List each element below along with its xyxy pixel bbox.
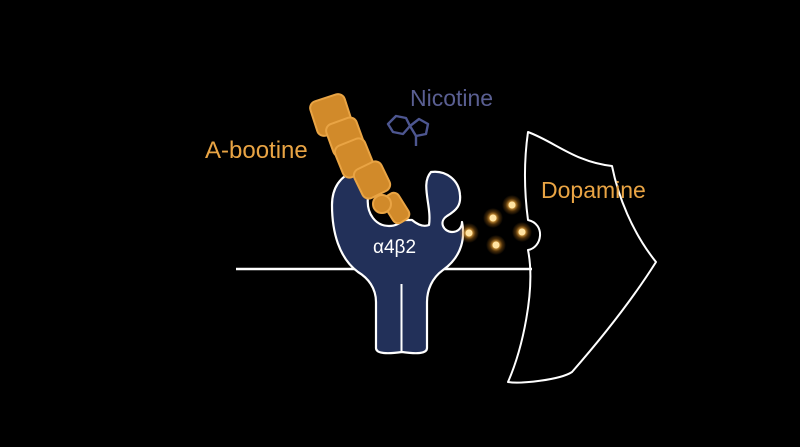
receptor-label: α4β2 [373,237,417,258]
dopamine-label: Dopamine [541,177,646,203]
antibody-tip [372,194,392,214]
antibody-a-bootine [309,93,411,225]
nicotine-molecule-icon [386,114,430,146]
dopamine-particles [459,195,532,255]
a-bootine-label: A-bootine [205,137,308,164]
neuron-outline [507,131,657,384]
receptor-a4b2 [330,169,465,355]
antibody-segment [352,160,392,200]
receptor-body [330,169,465,355]
nicotine-label: Nicotine [410,85,494,111]
